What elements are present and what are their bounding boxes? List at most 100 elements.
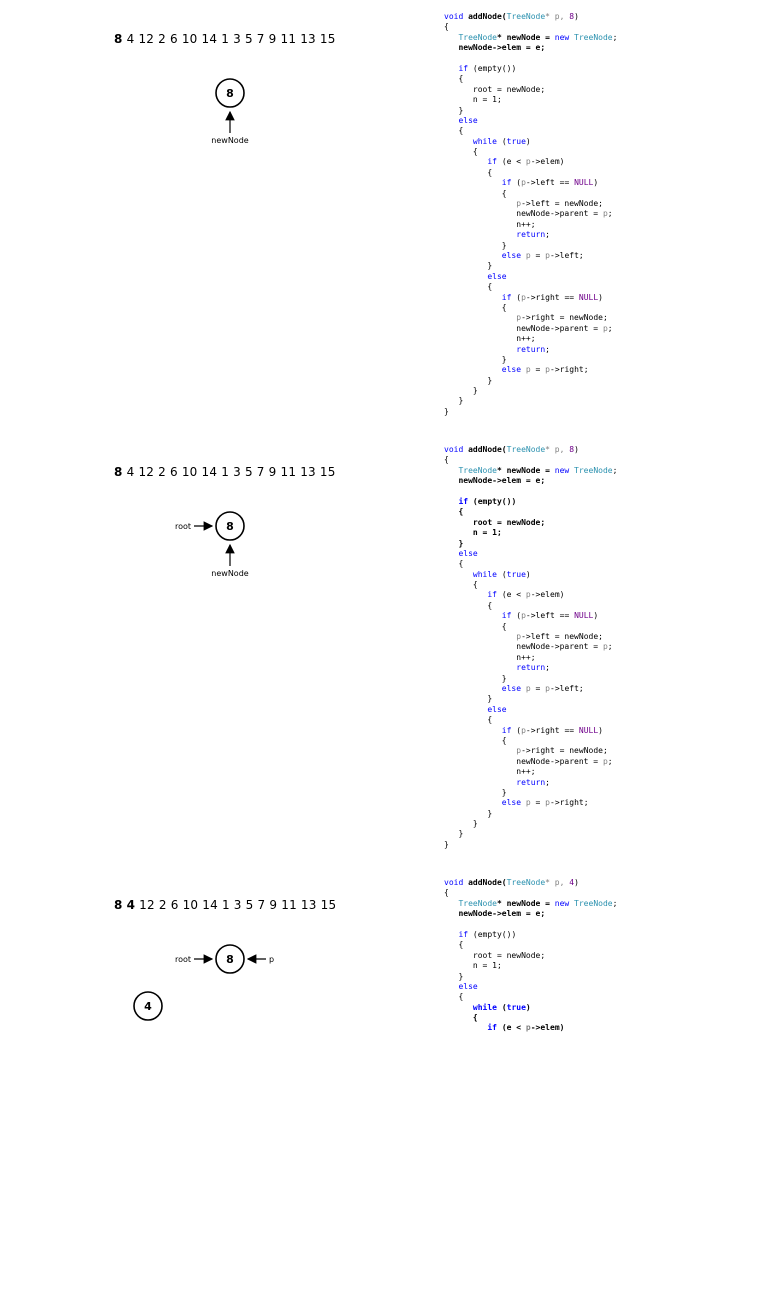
sequence-value: 14 bbox=[201, 32, 218, 46]
code-line: } bbox=[444, 406, 449, 416]
code-line: while (true) bbox=[472, 1002, 531, 1012]
sequence-value: 7 bbox=[257, 898, 266, 912]
code-line: } bbox=[444, 971, 464, 981]
code-line: } bbox=[444, 240, 507, 250]
code-line: } bbox=[444, 386, 478, 396]
code-line: { bbox=[444, 167, 493, 177]
pointer-root: root bbox=[175, 954, 214, 964]
node-label: 8 bbox=[226, 953, 234, 966]
sequence-value: 3 bbox=[233, 898, 242, 912]
insert-sequence: 8 4 12 2 6 10 14 1 3 5 7 9 11 13 15 bbox=[114, 465, 336, 479]
sequence-value: 9 bbox=[269, 898, 278, 912]
sequence-value: 11 bbox=[281, 898, 297, 912]
pointer-label: newNode bbox=[211, 136, 248, 145]
sequence-value: 15 bbox=[320, 898, 337, 912]
code-line: p->left = newNode; bbox=[516, 632, 603, 642]
sequence-value: 8 bbox=[114, 898, 123, 912]
code-line: root = newNode; bbox=[444, 950, 546, 960]
code-line: if (empty()) bbox=[458, 496, 517, 506]
sequence-value: 3 bbox=[233, 32, 241, 46]
sequence-value: 4 bbox=[126, 32, 135, 46]
code-line: n = 1; bbox=[444, 961, 502, 971]
code-line: n++; bbox=[444, 652, 536, 662]
sequence-value: 13 bbox=[300, 898, 317, 912]
code-line: newNode->parent = p; bbox=[444, 209, 613, 219]
code-line: if (p->right == NULL) bbox=[501, 292, 603, 302]
tree-node: 4 bbox=[133, 991, 163, 1021]
code-line: else bbox=[458, 981, 478, 991]
code-line: { bbox=[444, 992, 464, 1002]
code-line: p->left = newNode; bbox=[516, 199, 603, 209]
sequence-value: 15 bbox=[319, 32, 336, 46]
sequence-value: 6 bbox=[169, 465, 178, 479]
code-line: { bbox=[444, 600, 493, 610]
tree-node: 8 bbox=[215, 511, 245, 541]
sequence-value: 14 bbox=[201, 465, 218, 479]
sequence-value: 5 bbox=[245, 898, 254, 912]
code-line: n = 1; bbox=[444, 95, 502, 105]
code-line: if (e < p->elem) bbox=[487, 590, 565, 600]
pointer-label: p bbox=[269, 955, 274, 964]
code-line: else bbox=[458, 115, 478, 125]
sequence-value: 13 bbox=[300, 465, 316, 479]
code-line: { bbox=[444, 888, 449, 898]
code-listing: void addNode(TreeNode* p, 8){ TreeNode* … bbox=[444, 445, 617, 850]
sequence-value: 11 bbox=[280, 465, 297, 479]
code-line: { bbox=[444, 715, 493, 725]
sequence-value: 1 bbox=[221, 32, 230, 46]
node-label: 4 bbox=[144, 1000, 152, 1013]
code-line: newNode->parent = p; bbox=[444, 323, 613, 333]
code-line: return; bbox=[516, 230, 550, 240]
sequence-value: 6 bbox=[170, 898, 179, 912]
code-line: newNode->elem = e; bbox=[444, 43, 546, 53]
sequence-value: 13 bbox=[300, 32, 316, 46]
code-line: else p = p->right; bbox=[501, 365, 589, 375]
code-line: { bbox=[444, 559, 464, 569]
code-line: { bbox=[444, 1013, 478, 1023]
code-line: TreeNode* newNode = new TreeNode; bbox=[458, 898, 618, 908]
code-line: newNode->parent = p; bbox=[444, 756, 613, 766]
sequence-value: 2 bbox=[158, 465, 166, 479]
code-line: } bbox=[444, 819, 478, 829]
code-line: n++; bbox=[444, 767, 536, 777]
code-line: { bbox=[444, 940, 464, 950]
sequence-value: 4 bbox=[126, 898, 136, 912]
code-line: { bbox=[444, 282, 493, 292]
code-line: { bbox=[444, 621, 507, 631]
sequence-value: 12 bbox=[139, 898, 155, 912]
sequence-value: 5 bbox=[244, 465, 253, 479]
code-line: } bbox=[444, 673, 507, 683]
sequence-value: 5 bbox=[244, 32, 253, 46]
sequence-value: 3 bbox=[233, 465, 241, 479]
sequence-value: 2 bbox=[158, 32, 166, 46]
sequence-value: 8 bbox=[114, 32, 123, 46]
code-line: { bbox=[444, 74, 464, 84]
code-line: { bbox=[444, 580, 478, 590]
code-line: return; bbox=[516, 777, 550, 787]
code-line: void addNode(TreeNode* p, 4) bbox=[444, 878, 579, 887]
code-line: else bbox=[487, 271, 507, 281]
sequence-value: 7 bbox=[256, 32, 265, 46]
tree-diagram: 8 newNode bbox=[211, 78, 249, 145]
code-line: p->right = newNode; bbox=[516, 746, 608, 756]
code-line: else p = p->right; bbox=[501, 798, 589, 808]
code-line: p->right = newNode; bbox=[516, 313, 608, 323]
sequence-value: 1 bbox=[221, 898, 230, 912]
code-line: else bbox=[487, 704, 507, 714]
sequence-value: 10 bbox=[182, 898, 199, 912]
code-line: if (empty()) bbox=[458, 63, 517, 73]
sequence-value: 4 bbox=[126, 465, 135, 479]
code-listing: void addNode(TreeNode* p, 8){ TreeNode* … bbox=[444, 12, 617, 417]
code-line: { bbox=[444, 302, 507, 312]
code-line: if (e < p->elem) bbox=[487, 1023, 565, 1033]
code-line: } bbox=[444, 538, 464, 548]
code-line bbox=[444, 920, 617, 930]
tree-node: 8 bbox=[215, 78, 245, 108]
insert-sequence: 8 4 12 2 6 10 14 1 3 5 7 9 11 13 15 bbox=[114, 32, 336, 46]
pointer-label: newNode bbox=[211, 569, 248, 578]
code-line: while (true) bbox=[472, 569, 531, 579]
code-line: { bbox=[444, 147, 478, 157]
sequence-value: 6 bbox=[169, 32, 178, 46]
